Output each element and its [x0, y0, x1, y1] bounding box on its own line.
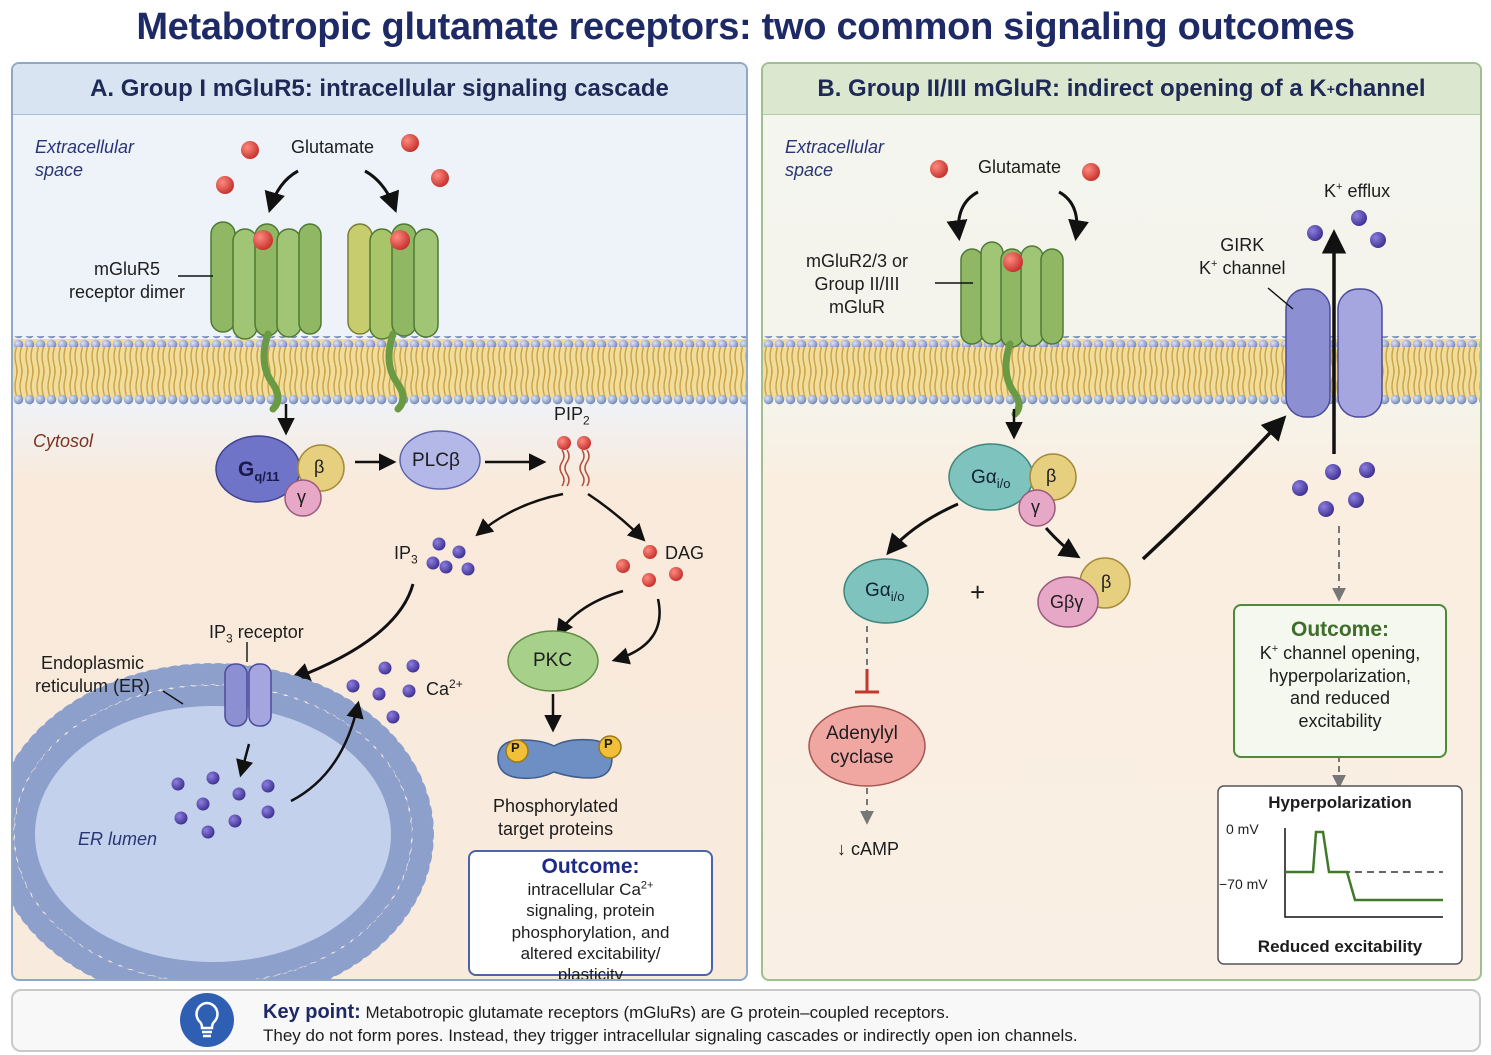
outcome-box-a: Outcome: intracellular Ca2+ signaling, p… — [468, 850, 713, 979]
page-title: Metabotropic glutamate receptors: two co… — [136, 6, 1355, 48]
dag-label: DAG — [665, 543, 705, 563]
adenylyl-cyclase — [808, 705, 926, 787]
girk-label: GIRK K+ channel — [1199, 235, 1286, 279]
beta-label: β — [314, 457, 325, 477]
panel-b: B. Group II/III mGluR: indirect opening … — [761, 62, 1482, 981]
ip3-receptor-label: IP3 receptor — [209, 622, 304, 646]
pip2-label: PIP2 — [554, 404, 590, 428]
glutamate-molecule — [930, 160, 948, 178]
ip3-label: IP3 — [394, 543, 418, 567]
binding-arrow — [264, 169, 299, 214]
g-beta-gamma-label: Gβγ — [1050, 592, 1084, 612]
glutamate-label: Glutamate — [291, 137, 375, 157]
ip3-molecules — [426, 537, 475, 576]
beta-label-b: β — [1046, 466, 1057, 486]
key-point-text: Key point: Metabotropic glutamate recept… — [263, 999, 1078, 1047]
receptor-label-b: mGluR2/3 or Group II/III mGluR — [806, 251, 909, 318]
ip3-receptor-channel — [224, 663, 272, 727]
glutamate-molecule — [401, 134, 419, 152]
pip2-lipid — [557, 436, 591, 487]
panel-a-heading: A. Group I mGluR5: intracellular signali… — [13, 64, 746, 115]
graph-0mv-label: 0 mV — [1226, 821, 1259, 837]
g-alpha-free-label: Gαi/o — [865, 580, 905, 604]
beta-subunit — [297, 444, 345, 492]
mglur5-receptor-right — [347, 223, 439, 413]
lightbulb-icon — [180, 993, 234, 1047]
potassium-ions-inside — [1292, 462, 1375, 517]
glutamate-label-b: Glutamate — [978, 157, 1062, 177]
g-beta-gamma — [1037, 576, 1099, 628]
er-lumen-label: ER lumen — [78, 829, 158, 849]
panel-b-diagram — [763, 160, 1480, 965]
outcome-text-a: signaling, protein phosphorylation, and … — [511, 901, 670, 981]
camp-label: ↓ cAMP — [837, 839, 900, 859]
key-point-box: Key point: Metabotropic glutamate recept… — [11, 989, 1481, 1052]
dag-molecules — [616, 545, 683, 587]
panel-b-heading: B. Group II/III mGluR: indirect opening … — [763, 64, 1480, 115]
k-efflux-label: K+ efflux — [1324, 181, 1391, 201]
outcome-text-b: hyperpolarization, and reduced excitabil… — [1268, 665, 1412, 731]
glutamate-molecule — [431, 169, 449, 187]
endoplasmic-reticulum — [13, 663, 434, 979]
receptor-label: mGluR5 receptor dimer — [69, 259, 186, 303]
panel-a: A. Group I mGluR5: intracellular signali… — [11, 62, 748, 981]
graph-caption: Reduced excitability — [1257, 937, 1423, 956]
key-point-line1: Metabotropic glutamate receptors (mGluRs… — [360, 1003, 950, 1022]
phosphorylated-protein — [497, 735, 622, 780]
beta-label-free: β — [1101, 572, 1112, 592]
gamma-label-b: γ — [1031, 497, 1040, 517]
group2-3-mglur-receptor — [960, 241, 1064, 418]
pkc-enzyme — [507, 630, 599, 692]
membrane-potential-trace — [1285, 830, 1443, 902]
graph-70mv-label: −70 mV — [1219, 876, 1268, 892]
plc-label: PLCβ — [412, 450, 460, 471]
g-alpha-io-free — [843, 558, 929, 624]
hyperpolarization-graph — [1217, 785, 1463, 965]
phospho-label-2: P — [604, 736, 613, 751]
pkc-label: PKC — [533, 650, 573, 671]
calcium-ions-lumen — [171, 771, 275, 839]
extracellular-label-b: Extracellular space — [785, 137, 885, 181]
glutamate-molecule — [1082, 163, 1100, 181]
gq11-label: Gq/11 — [238, 458, 280, 485]
calcium-ions-cytosol — [346, 659, 420, 724]
calcium-label: Ca2+ — [426, 677, 463, 699]
panel-a-diagram — [13, 134, 746, 979]
phosphorylated-label: Phosphorylated target proteins — [493, 796, 619, 840]
phospho-label-1: P — [511, 740, 520, 755]
potassium-ions-outside — [1307, 210, 1386, 248]
gamma-label: γ — [297, 487, 306, 507]
outcome-box-b: Outcome: K+ channel opening, hyperpolari… — [1233, 604, 1447, 758]
mglur5-receptor-left — [210, 221, 322, 413]
graph-title: Hyperpolarization — [1268, 793, 1412, 812]
key-point-line2: They do not form pores. Instead, they tr… — [263, 1026, 1078, 1045]
binding-arrow — [364, 169, 400, 213]
plc-beta — [399, 430, 481, 490]
plus-sign: + — [970, 577, 986, 607]
gamma-subunit — [284, 479, 322, 517]
glutamate-molecule — [216, 176, 234, 194]
key-point-label: Key point: — [263, 1001, 361, 1023]
gamma-subunit — [1018, 489, 1056, 527]
adenylyl-label: Adenylyl cyclase — [826, 723, 898, 769]
g-alpha-label: Gαi/o — [971, 467, 1011, 491]
outcome-line1-b: K+ channel opening, — [1259, 643, 1421, 663]
outcome-title-b: Outcome: — [1290, 618, 1389, 641]
girk-channel — [1285, 288, 1383, 418]
cytosol-label: Cytosol — [33, 431, 94, 451]
glutamate-molecule — [241, 141, 259, 159]
er-label: Endoplasmic reticulum (ER) — [35, 653, 151, 697]
extracellular-label: Extracellular space — [35, 137, 135, 181]
outcome-title-a: Outcome: — [541, 855, 640, 878]
outcome-line1-a: intracellular Ca2+ — [527, 879, 654, 899]
inhibition-bar — [855, 669, 879, 694]
